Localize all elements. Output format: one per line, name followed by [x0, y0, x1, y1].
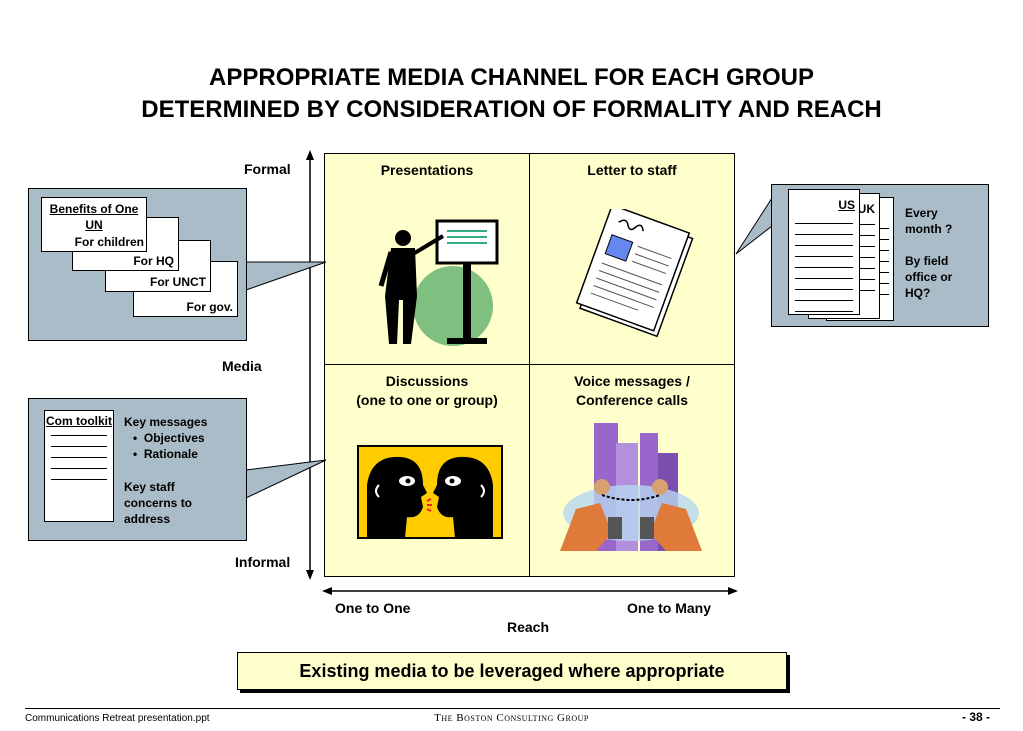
quadrant-title: Presentations	[380, 162, 474, 178]
card-label: For gov.	[186, 300, 233, 314]
axis-label-reach: Reach	[507, 619, 550, 635]
card-label: Benefits of One UN	[49, 202, 139, 232]
quadrant-discussions: Discussions (one to one or group)	[324, 364, 530, 577]
axis-label-media: Media	[222, 358, 262, 374]
footer-filename: Communications Retreat presentation.ppt	[25, 713, 210, 724]
key-messages-label: Key messages	[124, 415, 208, 429]
card-label: For UNCT	[150, 275, 206, 289]
leverage-message-box: Existing media to be leveraged where app…	[237, 652, 787, 690]
document-uk-label: UK	[857, 202, 875, 216]
footer-company: The Boston Consulting Group	[434, 712, 589, 724]
axis-label-informal: Informal	[235, 554, 291, 570]
document-us-label: US	[838, 198, 855, 212]
quadrant-letter-to-staff: Letter to staff	[529, 153, 735, 365]
key-staff-concerns: Key staff concerns to address	[124, 480, 193, 526]
letter-icon	[575, 209, 694, 338]
bullet-rationale: • Rationale	[133, 447, 198, 461]
card-benefits-of-one-un: Benefits of One UN For children	[41, 197, 147, 252]
quadrant-title: Letter to staff	[587, 162, 677, 178]
presenter-icon	[378, 219, 499, 346]
footer-rule	[25, 708, 1000, 709]
origin-question: By field office or HQ?	[905, 254, 953, 300]
callout-key-audiences: For gov. For UNCT For HQ Benefits of One…	[28, 188, 247, 341]
page-title: APPROPRIATE MEDIA CHANNEL FOR EACH GROUP…	[0, 62, 1023, 126]
axis-label-formal: Formal	[244, 161, 291, 177]
vertical-axis-arrow	[306, 150, 314, 580]
quadrant-title-line-1: Discussions	[385, 373, 469, 389]
card-label: For children	[74, 235, 144, 249]
toolkit-label: Com toolkit	[46, 414, 112, 428]
card-label: For HQ	[133, 254, 174, 268]
axis-label-one-to-one: One to One	[335, 600, 411, 616]
callout-frequency: UK US Every month ? By field office or H…	[771, 184, 989, 327]
horizontal-axis-arrow	[322, 587, 738, 595]
conference-call-icon	[560, 423, 702, 551]
footer-page-number: - 38 -	[961, 710, 990, 724]
toolkit-document: Com toolkit	[44, 410, 114, 522]
quadrant-presentations: Presentations	[324, 153, 530, 365]
quadrant-voice-messages: Voice messages / Conference calls	[529, 364, 735, 577]
frequency-question: Every month ?	[905, 206, 953, 236]
bullet-objectives: • Objectives	[133, 431, 205, 445]
quadrant-title-line-2: (one to one or group)	[356, 392, 498, 408]
quadrant-title-line-2: Conference calls	[575, 392, 689, 408]
title-line-1: APPROPRIATE MEDIA CHANNEL FOR EACH GROUP	[209, 64, 814, 91]
title-line-2: DETERMINED BY CONSIDERATION OF FORMALITY…	[141, 96, 882, 123]
toolkit-lines	[51, 435, 107, 480]
callout-com-toolkit: Com toolkit Key messages • Objectives • …	[28, 398, 247, 541]
document-us: US	[788, 189, 860, 315]
discussion-faces-icon	[357, 445, 503, 539]
quadrant-title-line-1: Voice messages /	[574, 373, 690, 389]
axis-label-one-to-many: One to Many	[627, 600, 712, 616]
